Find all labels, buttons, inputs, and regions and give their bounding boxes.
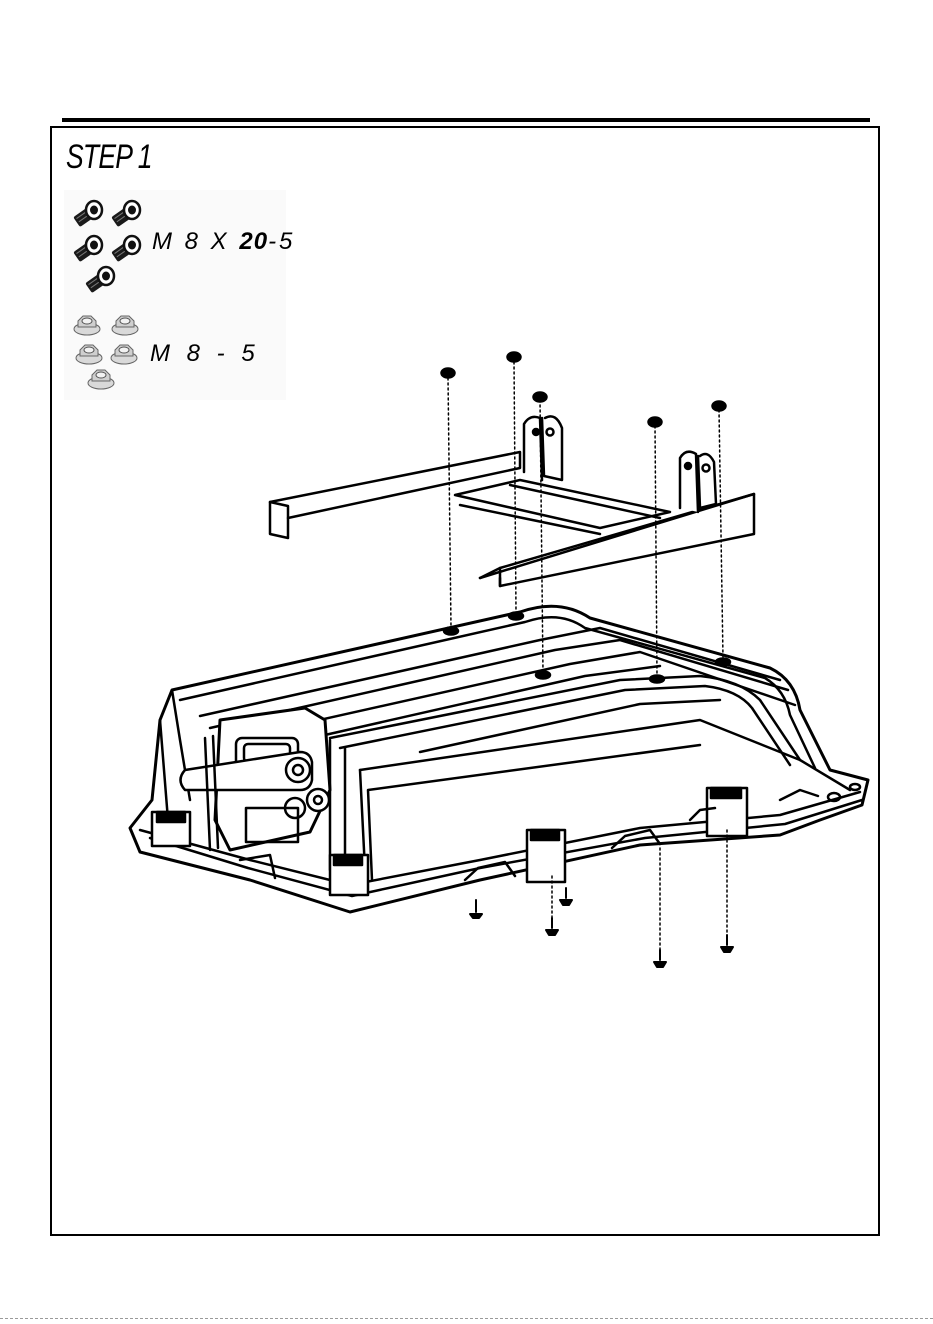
page-bottom-dashline [0,1318,933,1319]
frame-bracket [270,416,754,586]
bottom-bolts [470,888,733,967]
base-tray [130,606,868,912]
top-nuts [441,352,726,427]
